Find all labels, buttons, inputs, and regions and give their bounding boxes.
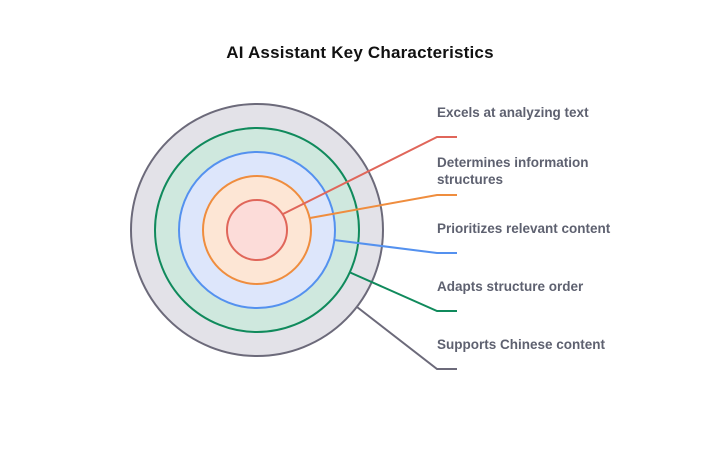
circle-layer-1 — [226, 199, 288, 261]
connector-line-2 — [309, 194, 457, 219]
label-layer-3: Prioritizes relevant content — [437, 221, 611, 236]
connector-line-5 — [356, 306, 457, 370]
connector-line-3 — [333, 239, 457, 254]
label-layer-4: Adapts structure order — [437, 279, 584, 294]
diagram-title: AI Assistant Key Characteristics — [226, 43, 494, 62]
connector-line-1 — [282, 136, 457, 215]
label-layer-2: Determines information structures — [437, 155, 589, 187]
connector-line-4 — [348, 271, 457, 312]
label-layer-1: Excels at analyzing text — [437, 105, 589, 120]
label-layer-5: Supports Chinese content — [437, 337, 606, 352]
